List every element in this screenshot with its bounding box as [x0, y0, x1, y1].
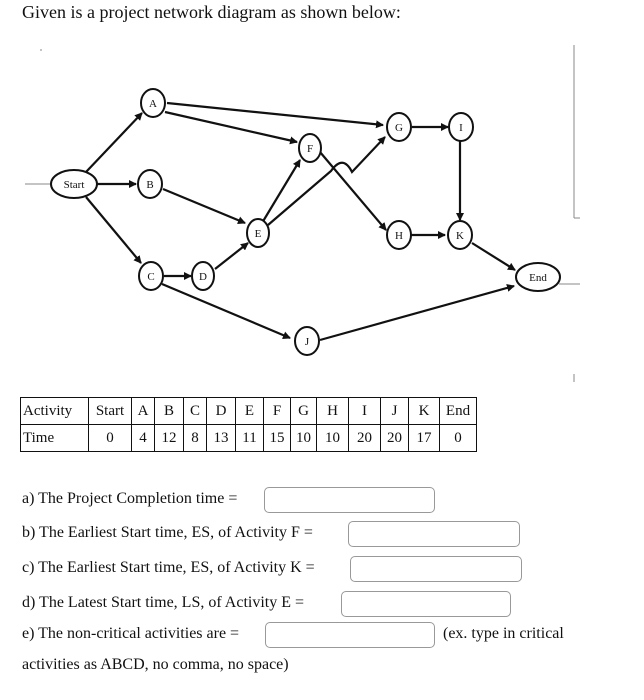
activity-row: Activity Start A B C D E F G H I J K End: [20, 397, 477, 425]
label-start: Start: [64, 179, 85, 191]
activity-cell: Start: [88, 397, 132, 425]
answer-c-input[interactable]: [351, 557, 525, 583]
answer-d-input[interactable]: [342, 592, 514, 618]
node-b: [137, 169, 163, 199]
answer-a-field[interactable]: [264, 487, 438, 514]
answer-e-input[interactable]: [266, 623, 438, 649]
question-b-text: b) The Earliest Start time, ES, of Activ…: [22, 524, 313, 541]
time-cell: 10: [290, 424, 317, 452]
network-diagram: Start A B C D E F G H I K End J: [25, 45, 580, 382]
time-cell: 20: [348, 424, 381, 452]
time-cell: 15: [263, 424, 291, 452]
diagram-nodes: [50, 88, 561, 356]
intro-text: Given is a project network diagram as sh…: [22, 2, 401, 22]
time-cell: 4: [131, 424, 155, 452]
time-cell: 10: [316, 424, 349, 452]
activity-cell: J: [380, 397, 409, 425]
label-b: B: [146, 179, 153, 191]
edge-start-c: [85, 196, 142, 264]
node-end: [515, 262, 561, 292]
question-d-text: d) The Latest Start time, LS, of Activit…: [22, 594, 305, 611]
edge-f-h: [319, 151, 387, 231]
answer-e-field[interactable]: [265, 622, 438, 649]
edge-k-end: [471, 242, 516, 271]
edge-b-e: [162, 187, 246, 225]
label-k: K: [456, 230, 464, 242]
question-e-text: e) The non-critical activities are =: [22, 625, 240, 642]
time-cell: 17: [408, 424, 440, 452]
answer-d-field[interactable]: [341, 591, 514, 618]
activity-cell: A: [131, 397, 155, 425]
time-cell: 12: [154, 424, 184, 452]
activity-cell: D: [206, 397, 236, 425]
label-h: H: [395, 230, 403, 242]
node-c: [138, 261, 164, 291]
activity-table: Activity Start A B C D E F G H I J K End…: [20, 397, 477, 452]
node-a: [140, 88, 166, 118]
hint-text: (ex. type in critical: [443, 625, 564, 642]
node-start: [50, 169, 98, 199]
edge-j-end: [319, 284, 515, 342]
question-c-text: c) The Earliest Start time, ES, of Activ…: [22, 559, 315, 576]
time-cell: 8: [183, 424, 207, 452]
answer-b-field[interactable]: [348, 521, 523, 548]
activity-cell: End: [439, 397, 477, 425]
node-k: [447, 220, 473, 250]
activity-header: Activity: [20, 397, 89, 425]
edge-a-f: [164, 110, 298, 145]
time-cell: 0: [439, 424, 477, 452]
node-d: [191, 261, 215, 291]
label-f: F: [307, 143, 313, 155]
time-row: Time 0 4 12 8 13 11 15 10 10 20 20 17 0: [20, 424, 477, 452]
hint-continuation: activities as ABCD, no comma, no space): [22, 656, 289, 673]
activity-cell: G: [290, 397, 317, 425]
label-g: G: [395, 122, 403, 134]
label-i: I: [459, 122, 463, 134]
label-a: A: [149, 98, 157, 110]
time-cell: 11: [235, 424, 264, 452]
edge-e-f: [261, 159, 301, 224]
time-cell: 20: [380, 424, 409, 452]
answer-a-input[interactable]: [265, 488, 438, 514]
diagram-node-labels: Start A B C D E F G H I K End J: [64, 98, 548, 348]
time-cell: 0: [88, 424, 132, 452]
activity-cell: B: [154, 397, 184, 425]
node-j: [294, 326, 320, 356]
edge-c-j: [161, 282, 291, 340]
label-end: End: [529, 272, 547, 284]
activity-cell: C: [183, 397, 207, 425]
edge-d-e: [214, 242, 249, 270]
label-c: C: [147, 271, 154, 283]
activity-cell: K: [408, 397, 440, 425]
node-e: [246, 218, 270, 248]
question-a-text: a) The Project Completion time =: [22, 490, 238, 507]
label-d: D: [199, 271, 207, 283]
answer-c-field[interactable]: [350, 556, 525, 583]
label-e: E: [255, 228, 262, 240]
activity-cell: F: [263, 397, 291, 425]
activity-cell: H: [316, 397, 349, 425]
node-i: [448, 112, 474, 142]
node-f: [298, 133, 322, 163]
label-j: J: [305, 336, 310, 348]
node-g: [386, 112, 412, 142]
answer-b-input[interactable]: [349, 522, 523, 548]
edge-start-a: [85, 112, 143, 173]
time-header: Time: [20, 424, 89, 452]
edge-e-g: [267, 136, 386, 226]
scan-artifacts: [25, 45, 580, 382]
time-cell: 13: [206, 424, 236, 452]
diagram-edges: [85, 101, 516, 342]
node-h: [386, 220, 412, 250]
edge-a-g: [166, 101, 384, 129]
activity-cell: I: [348, 397, 381, 425]
activity-cell: E: [235, 397, 264, 425]
